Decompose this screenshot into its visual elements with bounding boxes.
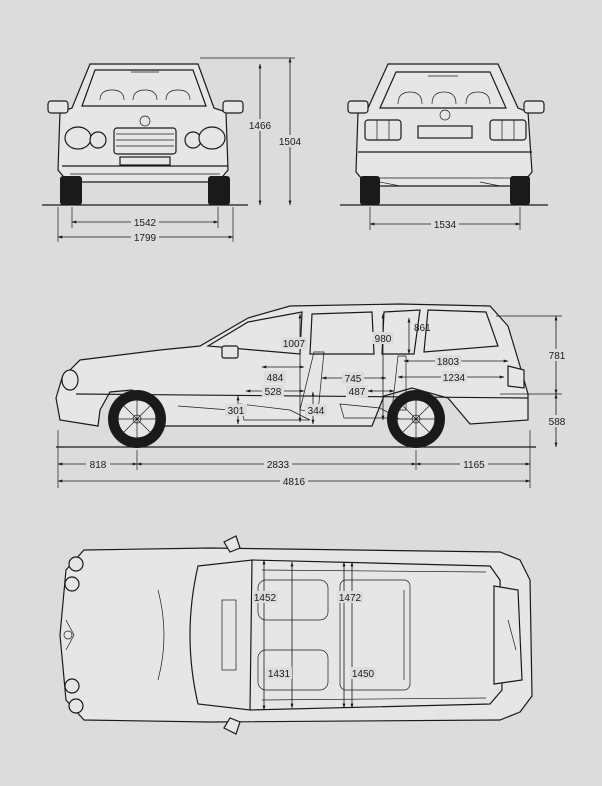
wheelbase-label: 2833	[267, 460, 290, 471]
front-shoulder-label: 1452	[254, 593, 277, 604]
front-wheel	[108, 390, 166, 448]
front-legroom-label: 528	[265, 387, 282, 398]
rear-shoulder-label: 1472	[339, 593, 362, 604]
rear-wheel	[387, 390, 445, 448]
rear-left-tire	[360, 176, 380, 205]
front-seat-offset-label: 484	[267, 373, 284, 384]
rear-view: 1534	[340, 63, 548, 231]
side-view: 1007 980 861 1803 1234 484 528 745 487 3…	[55, 303, 568, 488]
rear-seat-height-label: 344	[308, 406, 325, 417]
front-overhang-label: 818	[90, 460, 107, 471]
rear-leg-label: 745	[345, 374, 362, 385]
rear-overhang-label: 1165	[463, 460, 485, 471]
front-height-label: 1466	[249, 121, 272, 132]
front-width-label: 1799	[134, 233, 157, 244]
front-right-tire	[208, 176, 230, 205]
rear-right-tire	[510, 176, 530, 205]
front-height-mirrors-label: 1504	[279, 137, 302, 148]
front-track-label: 1542	[134, 218, 157, 229]
body-height-label: 588	[549, 417, 566, 428]
rear-track-label: 1534	[434, 220, 457, 231]
roof-height-label: 781	[549, 351, 566, 362]
cargo-length-lower-label: 1234	[443, 373, 466, 384]
rear-headroom-label: 980	[375, 334, 392, 345]
front-seat-height-label: 301	[228, 406, 245, 417]
rear-hip-label: 1450	[352, 669, 375, 680]
star-emblem-icon	[63, 630, 73, 640]
front-view: 1466 1504 1542 1799	[42, 57, 302, 244]
cargo-height-label: 861	[414, 323, 431, 334]
rear-seat-offset-label: 487	[349, 387, 366, 398]
front-hip-label: 1431	[268, 669, 291, 680]
front-headroom-label: 1007	[283, 339, 306, 350]
length-label: 4816	[283, 477, 306, 488]
top-view: 1452 1472 1431 1450	[59, 535, 533, 735]
star-emblem-icon	[139, 115, 151, 127]
cargo-length-upper-label: 1803	[437, 357, 460, 368]
star-emblem-icon	[439, 109, 451, 121]
front-left-tire	[60, 176, 82, 205]
